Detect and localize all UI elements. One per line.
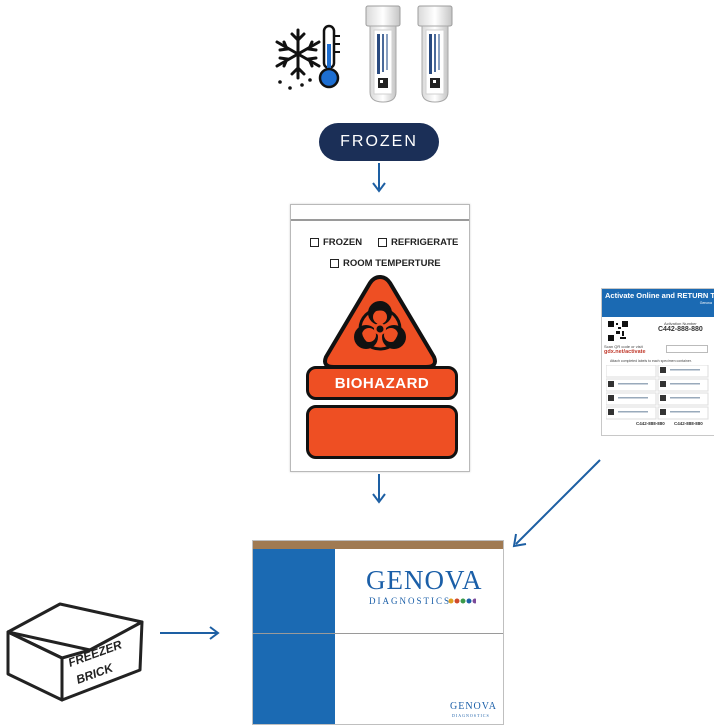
checkbox-room-temperature: ROOM TEMPERTURE <box>330 258 441 269</box>
biohazard-label-text: BIOHAZARD <box>334 374 430 392</box>
snowflake-thermometer-icon <box>275 24 340 90</box>
card-subtitle: Genova <box>699 301 712 305</box>
kit-lid <box>253 541 503 549</box>
checkbox-frozen: FROZEN <box>310 237 362 248</box>
card-title: Activate Online and RETURN THIS CARD <box>605 291 714 300</box>
arrow-right-icon <box>160 626 220 640</box>
checkbox-box <box>378 238 387 247</box>
biohazard-icon <box>323 274 437 369</box>
card-header: Activate Online and RETURN THIS CARD Gen… <box>602 289 714 317</box>
frozen-badge-label: FROZEN <box>340 133 418 150</box>
card-section-label: Attach completed labels to each specimen… <box>610 359 692 363</box>
checkbox-refrigerate: REFRIGERATE <box>378 237 458 248</box>
blank-label-box <box>306 405 458 459</box>
activation-url: gdx.net/activate <box>604 349 646 355</box>
activation-field <box>666 345 708 353</box>
checkbox-refrigerate-label: REFRIGERATE <box>391 237 459 248</box>
arrow-down-icon <box>372 474 386 504</box>
kit-brand-subtitle-small: DIAGNOSTICS <box>452 713 490 718</box>
brand-color-dots <box>448 598 476 604</box>
card-bottom-number-1: C442-888-880 <box>636 421 665 426</box>
bag-zipper <box>291 219 469 221</box>
kit-brand-subtitle: DIAGNOSTICS <box>369 596 452 606</box>
frozen-badge: FROZEN <box>319 123 439 161</box>
biohazard-label: BIOHAZARD <box>306 366 458 400</box>
kit-brand-logo: GENOVA <box>366 565 483 595</box>
tube-left <box>365 5 401 103</box>
checkbox-box <box>310 238 319 247</box>
specimen-bag: FROZEN REFRIGERATE ROOM TEMPERTURE BIOHA… <box>290 204 470 472</box>
checkbox-frozen-label: FROZEN <box>323 237 363 248</box>
activation-number: C442-888-880 <box>658 326 703 333</box>
card-bottom-number-2: C442-888-880 <box>674 421 703 426</box>
checkbox-room-label: ROOM TEMPERTURE <box>343 258 441 269</box>
freezer-brick-icon: FREEZER BRICK <box>6 602 144 702</box>
tube-right <box>417 5 453 103</box>
activation-card: Activate Online and RETURN THIS CARD Gen… <box>601 288 714 436</box>
activation-number-label: Activation Number <box>664 321 697 326</box>
kit-blue-panel <box>253 549 335 724</box>
arrow-down-icon <box>372 163 386 193</box>
qr-code-icon <box>608 321 628 341</box>
specimen-tubes <box>365 5 453 103</box>
label-grid <box>606 365 709 420</box>
kit-brand-logo-small: GENOVA <box>450 701 497 712</box>
scan-text: Scan QR code or visit <box>604 344 643 349</box>
kit-divider <box>253 633 503 634</box>
checkbox-box <box>330 259 339 268</box>
test-kit-box: GENOVA DIAGNOSTICS GENOVA DIAGNOSTICS <box>252 540 504 725</box>
arrow-diagonal-icon <box>512 459 601 548</box>
